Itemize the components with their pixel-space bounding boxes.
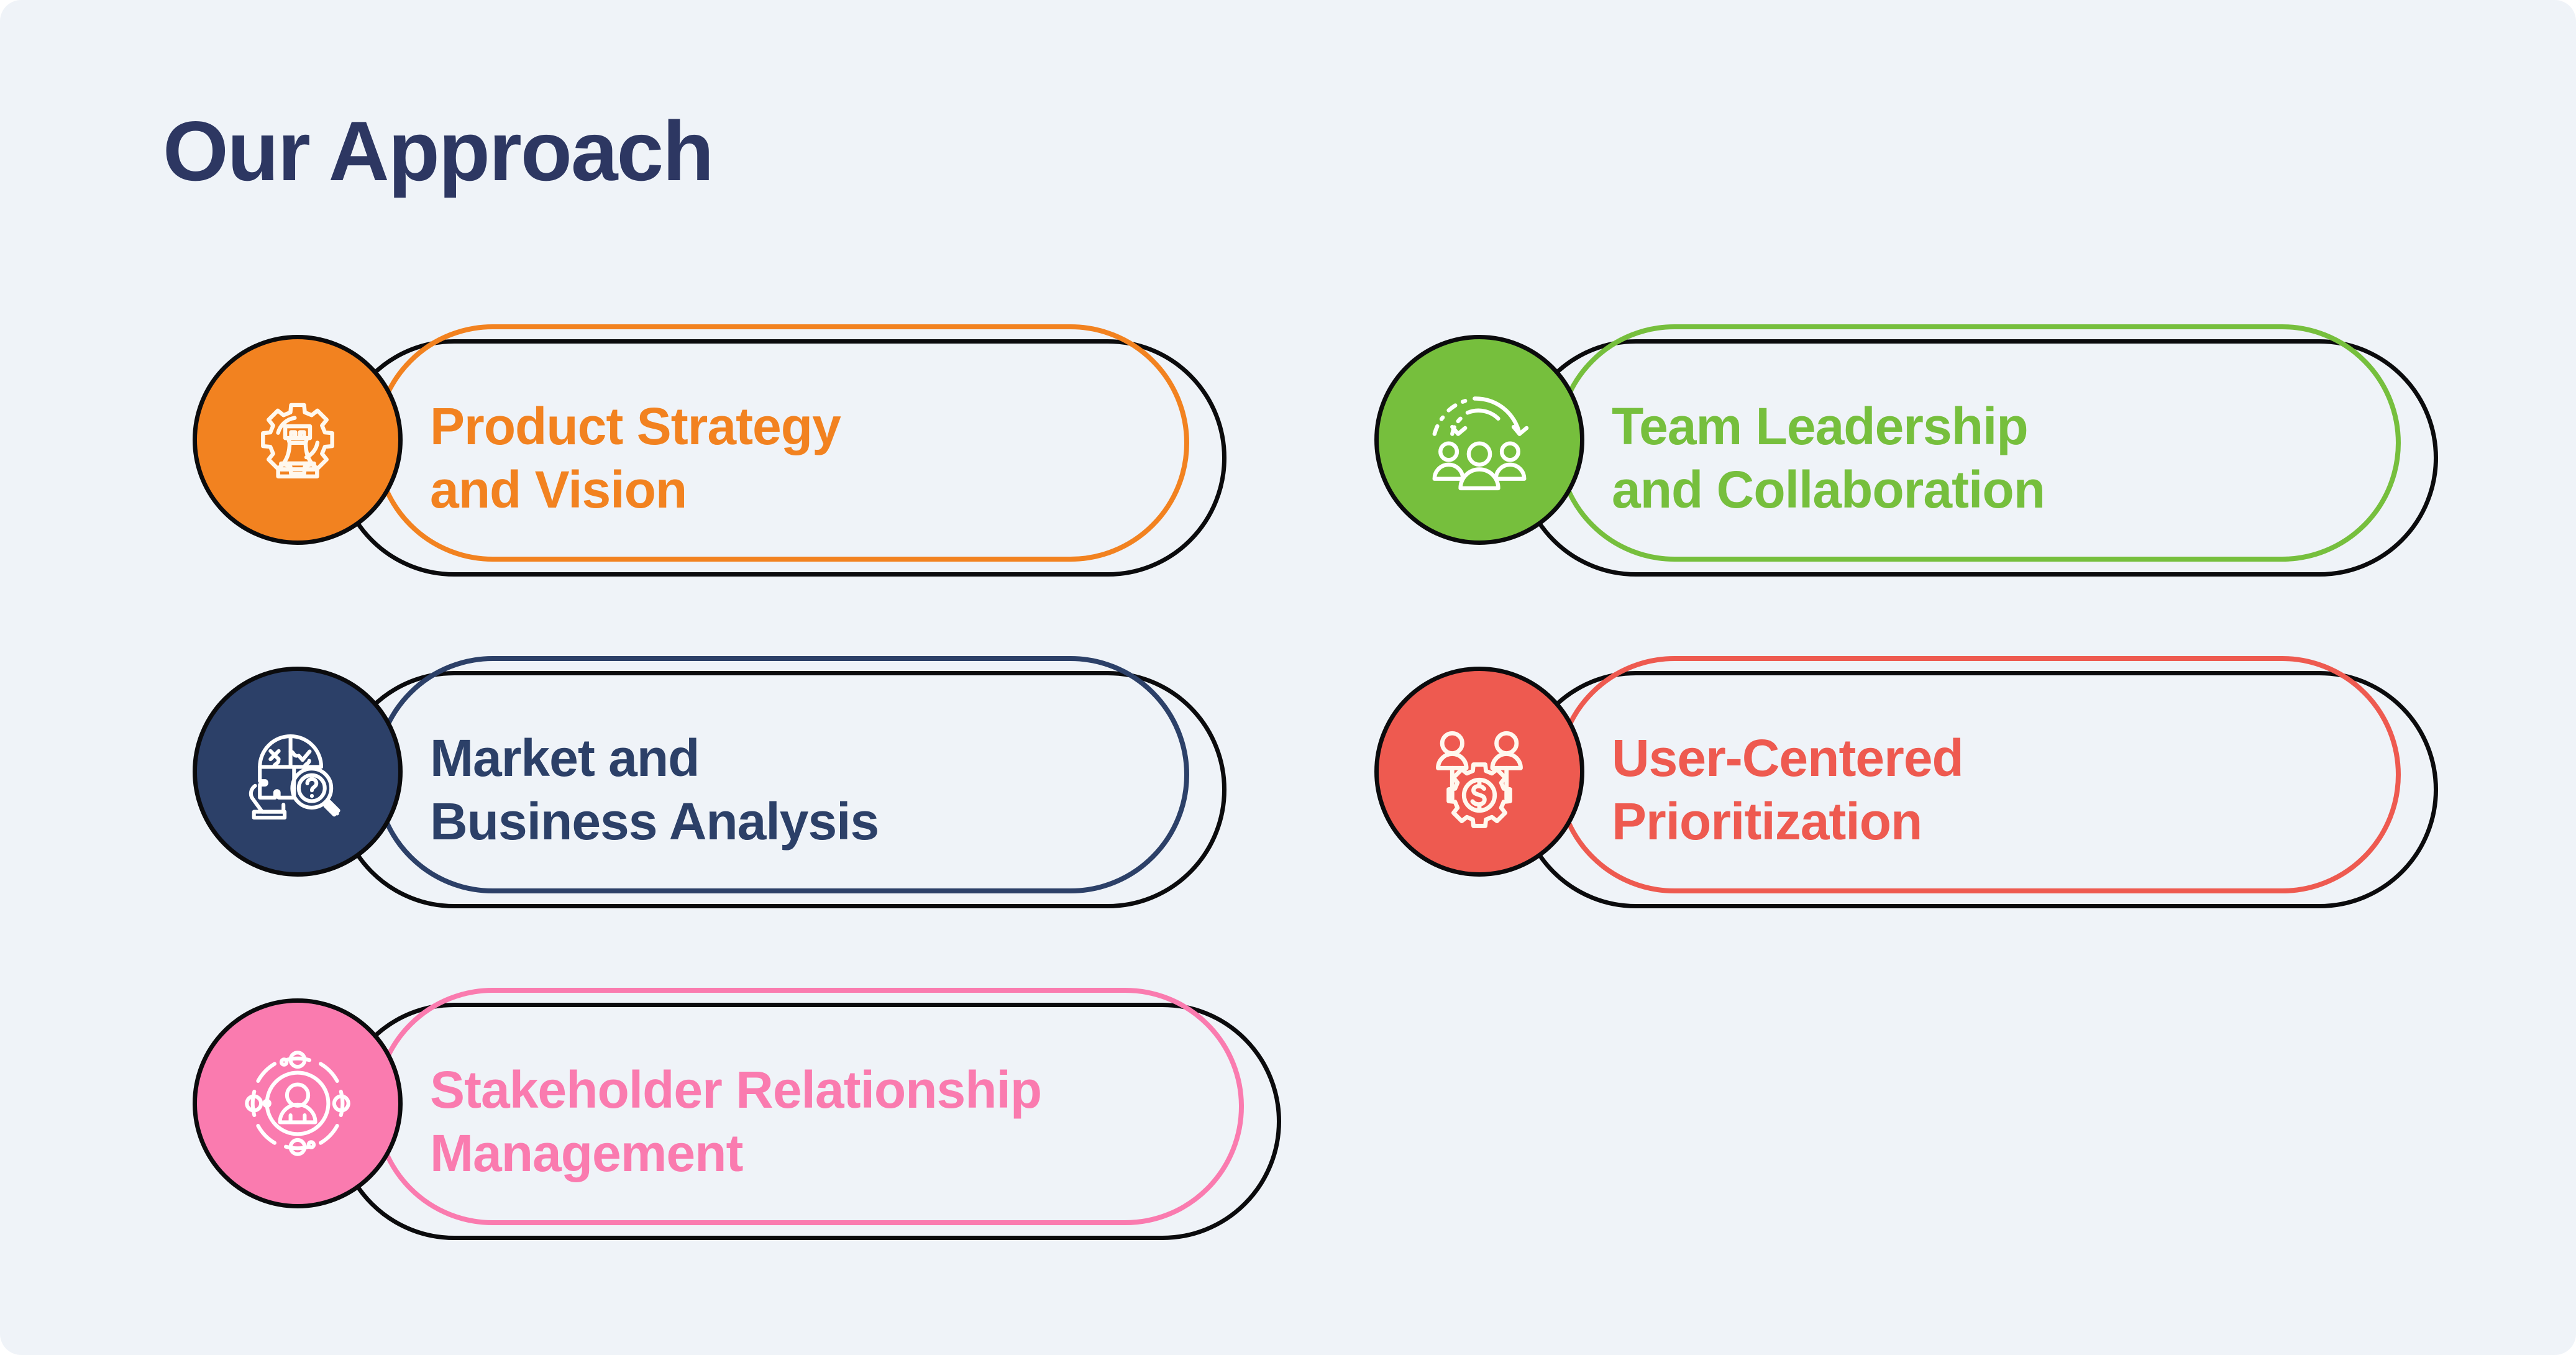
card-inner-outline [1556, 324, 2401, 562]
card-product-strategy-and-vision[interactable]: Product Strategy and Vision [163, 324, 1226, 577]
card-team-leadership-and-collaboration[interactable]: Team Leadership and Collaboration [1345, 324, 2438, 577]
icon-medallion [1374, 335, 1584, 545]
chess-rook-gear-icon [261, 403, 334, 479]
icon-medallion [193, 335, 403, 545]
two-people-gear-dollar-icon [1436, 731, 1523, 828]
page-title: Our Approach [163, 104, 714, 198]
three-people-arrows-icon [1432, 396, 1529, 491]
card-inner-outline [1556, 656, 2401, 893]
card-market-and-business-analysis[interactable]: Market and Business Analysis [163, 656, 1226, 908]
card-user-centered-prioritization[interactable]: User-Centered Prioritization [1345, 656, 2438, 908]
icon-medallion [1374, 667, 1584, 877]
icon-medallion [193, 667, 403, 877]
card-stakeholder-relationship-management[interactable]: Stakeholder Relationship Management [163, 988, 1281, 1240]
puzzle-brain-magnifier-icon [249, 734, 340, 820]
card-inner-outline [374, 324, 1189, 562]
person-network-orbit-icon [245, 1051, 350, 1156]
icon-medallion [193, 998, 403, 1208]
card-inner-outline [374, 656, 1189, 893]
card-inner-outline [374, 988, 1244, 1225]
